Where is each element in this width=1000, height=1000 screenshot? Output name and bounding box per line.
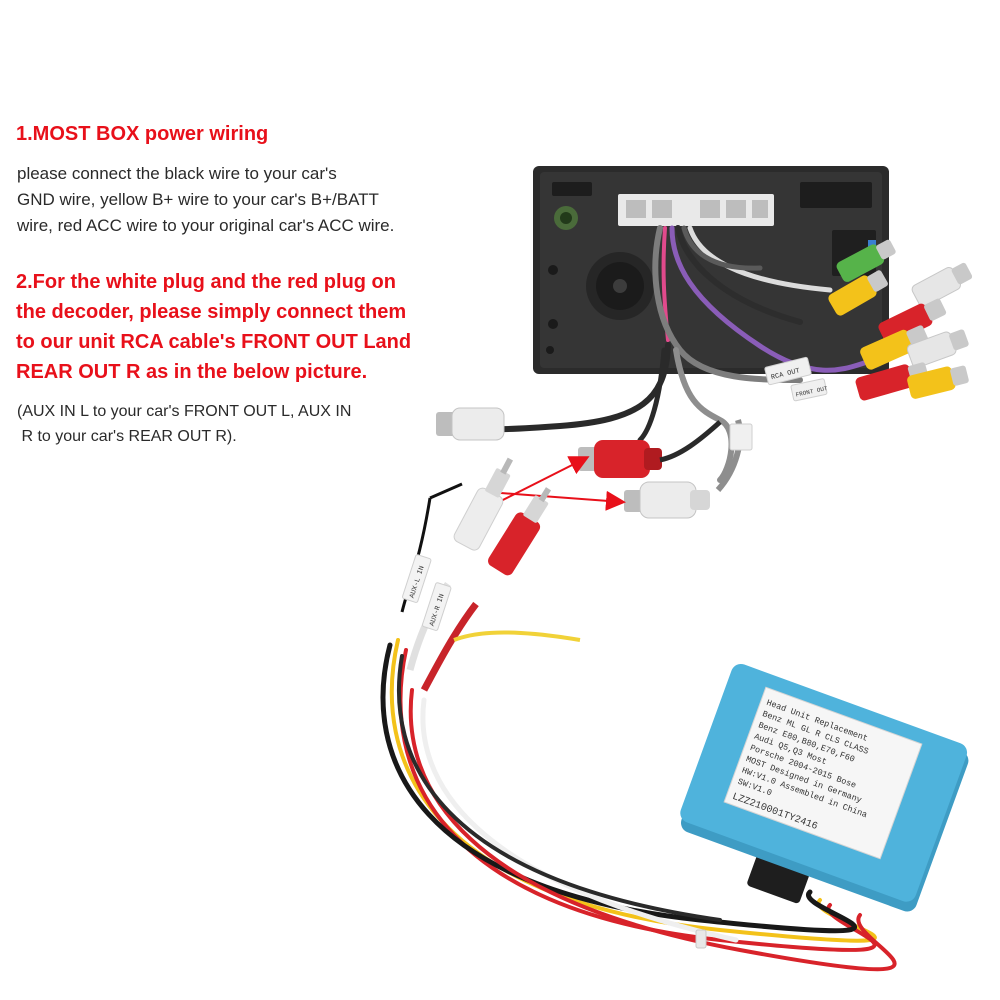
step1-body-line: wire, red ACC wire to your original car'… (17, 216, 395, 235)
step1-body: please connect the black wire to your ca… (17, 161, 394, 239)
harness-wires (465, 225, 883, 483)
rca-plug-bundle: RCA OUT FRONT OUT (764, 239, 973, 402)
rca-red-front-out (578, 440, 662, 478)
step1-heading: 1.MOST BOX power wiring (16, 123, 269, 145)
step1-body-line: GND wire, yellow B+ wire to your car's B… (17, 190, 379, 209)
step2-heading-line: the decoder, please simply connect them (16, 301, 407, 323)
rca-white-rear-out (624, 481, 710, 519)
step2-heading-line: REAR OUT R as in the below picture. (16, 361, 368, 383)
step2-heading: 2.For the white plug and the red plug on… (16, 267, 411, 387)
step2-note-line: R to your car's REAR OUT R). (17, 428, 237, 445)
rca-white-left (436, 407, 505, 441)
decoder-rca-cable: AUX-L IN AUX-R IN (400, 457, 581, 692)
step2-heading-line: 2.For the white plug and the red plug on (16, 271, 396, 293)
step2-note: (AUX IN L to your car's FRONT OUT L, AUX… (17, 399, 351, 449)
step2-note-line: (AUX IN L to your car's FRONT OUT L, AUX… (17, 403, 352, 420)
step1-body-line: please connect the black wire to your ca… (17, 164, 337, 183)
decoder-wires (380, 638, 897, 972)
head-unit (533, 166, 889, 374)
step2-heading-line: to our unit RCA cable's FRONT OUT Land (16, 331, 412, 353)
decoder-box: Head Unit Replacement Benz ML GL R CLS C… (680, 663, 969, 912)
